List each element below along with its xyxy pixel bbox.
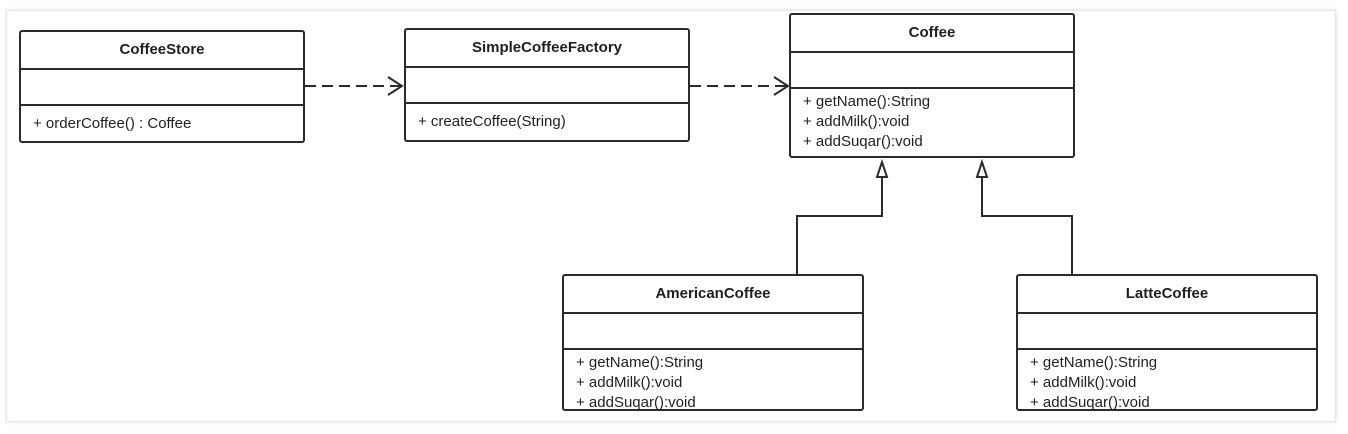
class-simple-coffee-factory[interactable]: SimpleCoffeeFactory + createCoffee(Strin… [404,28,690,142]
method-get-name: + getName():String [1030,354,1158,371]
methods-compartment: + getName():String + addMilk():void + ad… [564,350,862,413]
generalization-line-american [796,177,883,274]
method-add-suqar: + addSuqar():void [576,394,696,411]
class-latte-coffee[interactable]: LatteCoffee + getName():String + addMilk… [1016,274,1318,411]
class-name: AmericanCoffee [564,276,862,314]
attributes-compartment [1018,314,1316,350]
methods-compartment: + getName():String + addMilk():void + ad… [791,89,1073,152]
attributes-compartment [21,70,303,106]
methods-compartment: + createCoffee(String) [406,104,688,132]
class-american-coffee[interactable]: AmericanCoffee + getName():String + addM… [562,274,864,411]
method-add-suqar: + addSuqar():void [1030,394,1150,411]
dependency-arrowhead-factory-coffee [773,76,790,96]
method-add-milk: + addMilk():void [1030,374,1137,391]
attributes-compartment [564,314,862,350]
class-name: Coffee [791,15,1073,53]
dependency-arrowhead-store-factory [387,76,404,96]
method-add-milk: + addMilk():void [576,374,683,391]
method-create-coffee: + createCoffee(String) [418,113,566,130]
methods-compartment: + orderCoffee() : Coffee [21,106,303,134]
method-get-name: + getName():String [576,354,704,371]
class-name: CoffeeStore [21,32,303,70]
class-coffee[interactable]: Coffee + getName():String + addMilk():vo… [789,13,1075,158]
methods-compartment: + getName():String + addMilk():void + ad… [1018,350,1316,413]
generalization-arrowhead-latte [975,158,989,178]
attributes-compartment [791,53,1073,89]
method-add-milk: + addMilk():void [803,113,910,130]
method-add-suqar: + addSuqar():void [803,133,923,150]
attributes-compartment [406,68,688,104]
class-name: SimpleCoffeeFactory [406,30,688,68]
generalization-line-latte [981,177,1073,274]
class-coffee-store[interactable]: CoffeeStore + orderCoffee() : Coffee [19,30,305,143]
generalization-arrowhead-american [875,158,889,178]
method-get-name: + getName():String [803,93,931,110]
method-order-coffee: + orderCoffee() : Coffee [33,115,192,132]
class-name: LatteCoffee [1018,276,1316,314]
